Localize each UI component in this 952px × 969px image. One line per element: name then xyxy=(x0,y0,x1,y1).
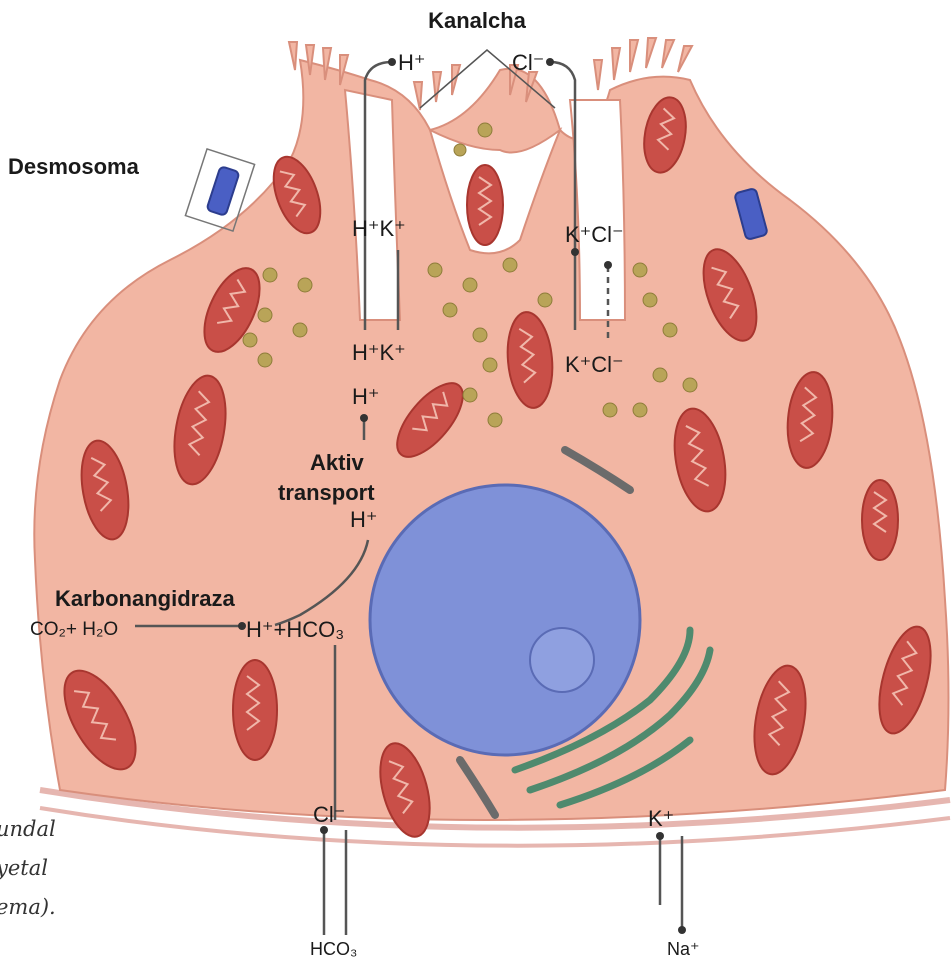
label-transport: transport xyxy=(278,480,375,505)
label-co2-h2o: CO₂+ H₂O xyxy=(30,619,118,640)
label-aktiv: Aktiv xyxy=(310,450,365,475)
label-hk-lower: H⁺K⁺ xyxy=(352,340,406,365)
label-desmosoma: Desmosoma xyxy=(8,154,140,179)
label-k-bottom: K⁺ xyxy=(648,806,674,831)
label-cl-top: Cl⁻ xyxy=(512,50,544,75)
label-h-after: H⁺ xyxy=(350,507,378,532)
label-h-mid: H⁺ xyxy=(352,384,380,409)
label-cl-bottom: Cl⁻ xyxy=(313,802,345,827)
label-h-top: H⁺ xyxy=(398,50,426,75)
nucleus xyxy=(370,485,640,755)
label-hco3-bottom: HCO₃ xyxy=(310,939,357,959)
label-kcl-upper: K⁺Cl⁻ xyxy=(565,222,624,247)
caption-line-2: yetal xyxy=(0,856,48,880)
label-kanalcha: Kanalcha xyxy=(428,8,527,33)
label-h-hco3: H⁺+HCO₃ xyxy=(246,617,344,642)
label-hk-upper: H⁺K⁺ xyxy=(352,216,406,241)
label-karbonangidraza: Karbonangidraza xyxy=(55,586,235,611)
label-na-bottom: Na⁺ xyxy=(667,939,700,959)
label-kcl-lower: K⁺Cl⁻ xyxy=(565,352,624,377)
caption-line-3: ema). xyxy=(0,895,56,919)
caption-line-1: undal xyxy=(0,817,56,841)
